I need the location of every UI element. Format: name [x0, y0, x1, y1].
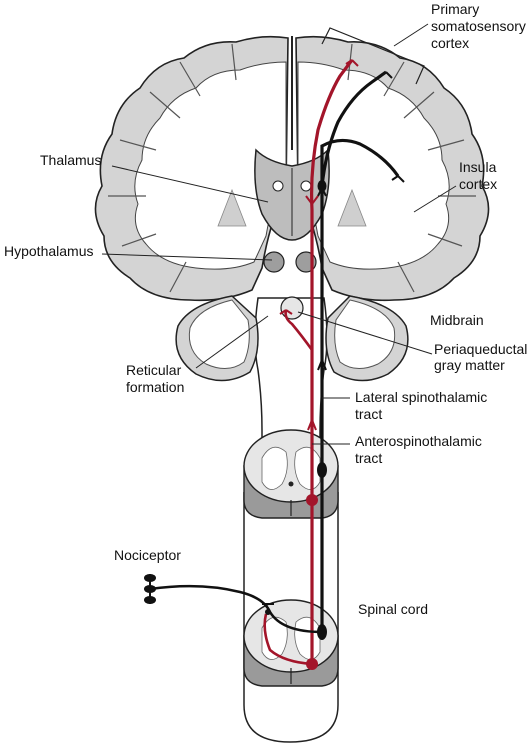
leader-lines	[101, 23, 457, 445]
label-midbrain: Midbrain	[430, 312, 484, 328]
leader-hypothalamus	[101, 253, 273, 261]
label-reticular-line1: Reticular	[126, 362, 182, 378]
label-insula-line1: Insula	[459, 159, 497, 175]
lateral-spinothalamic-pathway	[317, 70, 405, 640]
spinal-cord-section-lower	[243, 599, 339, 687]
label-pag-line1: Periaqueductal	[434, 341, 527, 357]
nociceptor-nerve	[144, 574, 323, 666]
label-pag-line2: gray matter	[434, 357, 505, 373]
label-insula-line2: cortex	[459, 176, 497, 192]
label-primary-line2: somatosensory	[431, 18, 526, 34]
label-nociceptor: Nociceptor	[114, 547, 181, 563]
periaqueductal-gray-structure	[280, 296, 304, 320]
label-thalamus: Thalamus	[40, 152, 101, 168]
leader-primary	[393, 23, 429, 47]
primary-cortex-bracket	[321, 27, 425, 85]
label-primary-line3: cortex	[431, 35, 469, 51]
label-hypothalamus: Hypothalamus	[4, 243, 94, 259]
temporal-lobes	[175, 295, 409, 382]
label-primary-line1: Primary	[431, 1, 479, 17]
brain-coronal-section	[94, 35, 490, 302]
leader-reticular	[195, 315, 269, 369]
label-reticular-line2: formation	[126, 379, 184, 395]
label-antero-line2: tract	[355, 450, 382, 466]
leader-insula	[413, 185, 457, 213]
label-lateral-line2: tract	[355, 406, 382, 422]
leader-thalamus	[111, 165, 269, 203]
hypothalamus-structure	[263, 251, 317, 273]
label-antero-line1: Anterospinothalamic	[355, 433, 482, 449]
leader-pag	[297, 311, 433, 355]
anterospinothalamic-pathway	[279, 59, 359, 670]
label-spinal-cord: Spinal cord	[358, 601, 428, 617]
labels: Primary somatosensory cortex Thalamus In…	[4, 1, 527, 617]
label-lateral-line1: Lateral spinothalamic	[355, 389, 487, 405]
